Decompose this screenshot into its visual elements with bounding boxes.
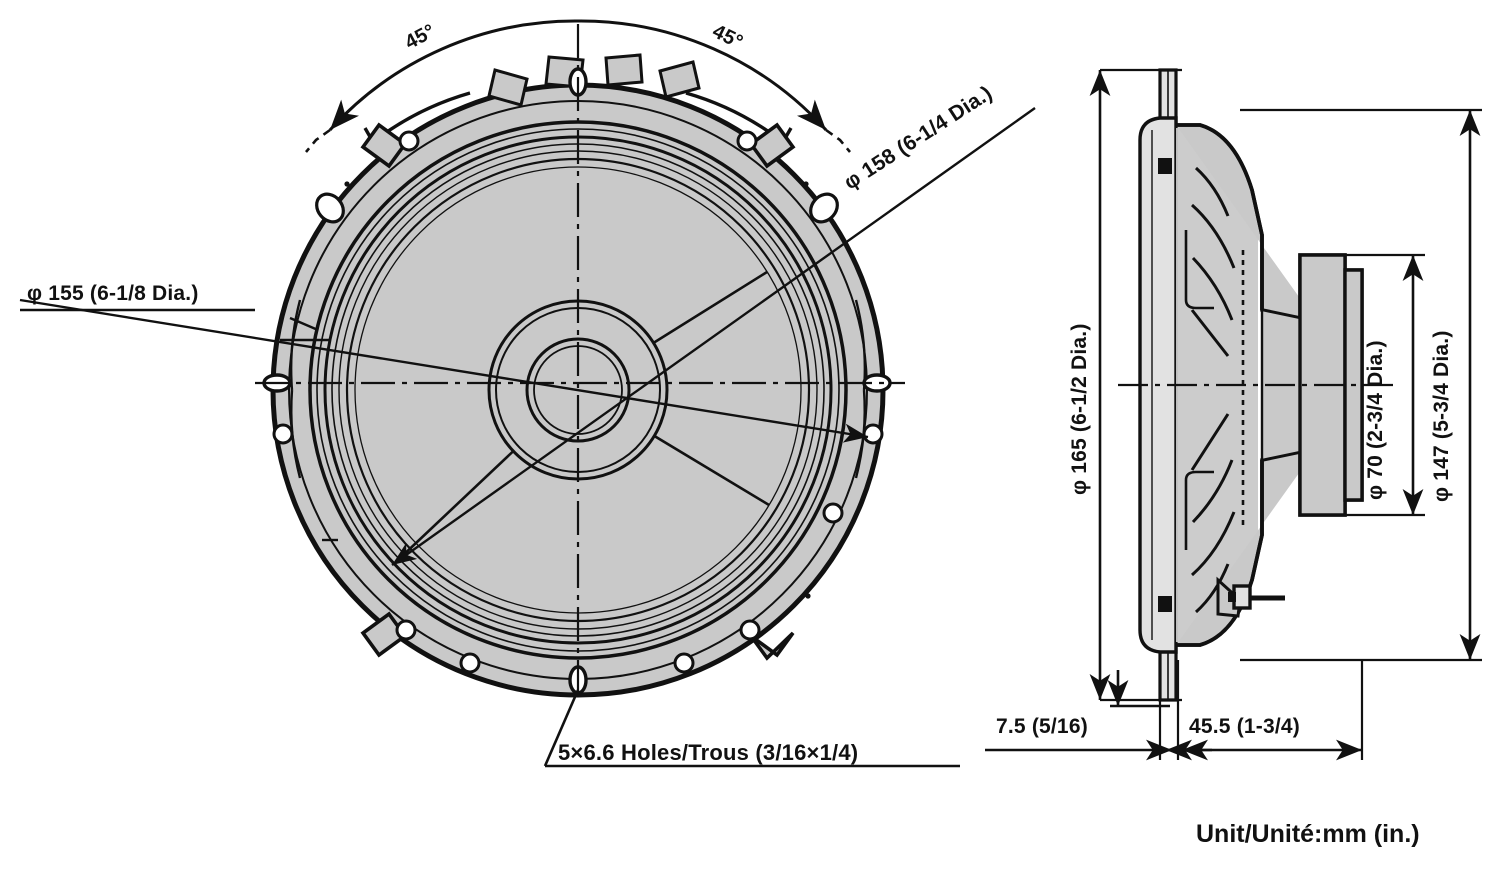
dimension-label-147: φ 147 (5-3/4 Dia.) — [1430, 330, 1453, 502]
flange-notch-bottom — [1158, 596, 1172, 612]
flange-notch-top — [1158, 158, 1172, 174]
leader-holes — [543, 689, 960, 768]
dim-70 — [1340, 253, 1425, 517]
unit-note: Unit/Unité:mm (in.) — [1196, 820, 1420, 848]
leader-158 — [391, 107, 1036, 566]
side-view-group — [985, 68, 1482, 761]
dimension-label-7-5: 7.5 (5/16) — [996, 715, 1088, 738]
holes-note-label: 5×6.6 Holes/Trous (3/16×1/4) — [558, 740, 859, 765]
front-view-group — [19, 19, 1036, 768]
cone-ribs — [1190, 166, 1236, 614]
center-lines — [255, 24, 905, 700]
dim-45-5 — [1182, 660, 1364, 761]
dimension-label-165: φ 165 (6-1/2 Dia.) — [1068, 323, 1091, 495]
dimension-label-155: φ 155 (6-1/8 Dia.) — [27, 282, 199, 305]
cone-rib-outlines — [1184, 230, 1245, 550]
dimension-label-70: φ 70 (2-3/4 Dia.) — [1364, 340, 1387, 500]
flange-dot-marks — [344, 181, 811, 599]
dimension-label-45-5: 45.5 (1-3/4) — [1189, 715, 1300, 738]
angle-dimension-arc — [305, 19, 851, 153]
speaker-terminal — [1216, 576, 1285, 618]
leader-155 — [19, 298, 869, 542]
